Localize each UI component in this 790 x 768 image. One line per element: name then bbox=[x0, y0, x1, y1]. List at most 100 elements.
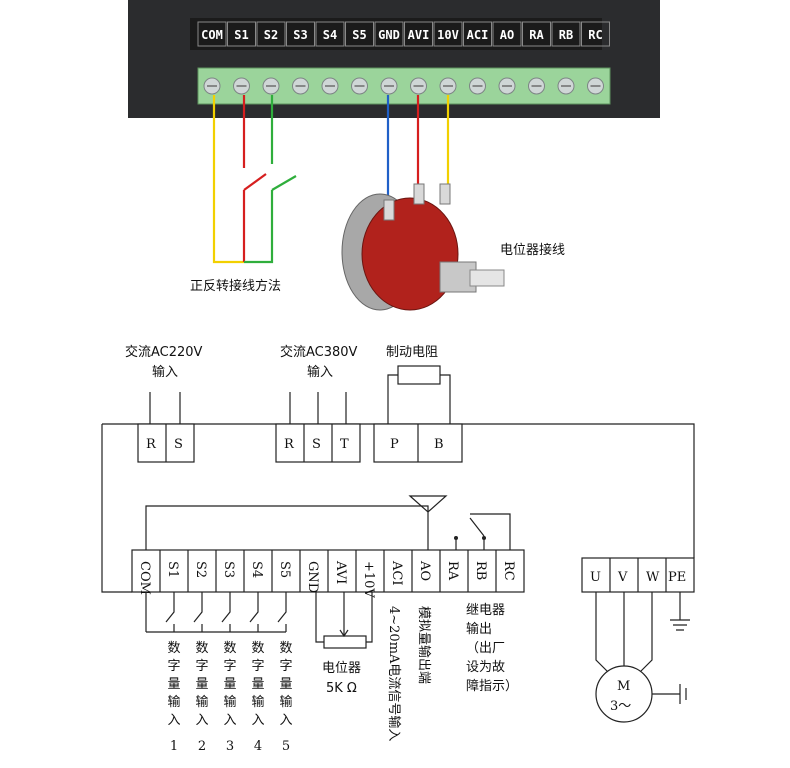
terminal-label-rb: RB bbox=[559, 28, 573, 42]
digital-input-char-2-1: 字 bbox=[195, 659, 208, 674]
terminal-label-com: COM bbox=[201, 28, 223, 42]
pot-lug-3 bbox=[439, 183, 451, 205]
terminal-label-ra: RA bbox=[529, 28, 544, 42]
terminal-label-s4: S4 bbox=[323, 28, 337, 42]
pot-shaft bbox=[469, 269, 505, 287]
pot-body bbox=[361, 197, 459, 311]
schematic: 交流AC220V 输入 R S 交流AC380V 输入 R S T 制动电阻 P… bbox=[101, 344, 695, 754]
green-wire-switch bbox=[244, 95, 297, 264]
terminal-label-avi: AVI bbox=[408, 28, 430, 42]
motor-phase: 3～ bbox=[610, 699, 631, 714]
terminal-label-s3: S3 bbox=[293, 28, 307, 42]
control-terminal-com: COM bbox=[137, 561, 152, 595]
input-380-dividers bbox=[303, 424, 333, 462]
terminal-b: B bbox=[434, 437, 444, 452]
terminal-label-box-7 bbox=[404, 21, 433, 47]
digital-input-char-2-4: 入 bbox=[195, 713, 208, 728]
terminal-label-s1: S1 bbox=[234, 28, 248, 42]
terminal-label-box-2 bbox=[256, 21, 286, 47]
terminal-label-box-13 bbox=[581, 21, 610, 47]
terminal-label-ao: AO bbox=[500, 28, 514, 42]
terminal-p: P bbox=[390, 437, 399, 452]
digital-switch-3 bbox=[221, 592, 231, 632]
control-terminal-s1: S1 bbox=[165, 561, 180, 578]
control-terminal-aci: ACI bbox=[389, 560, 404, 585]
digital-input-char-4-2: 量 bbox=[251, 677, 264, 692]
digital-switch-2 bbox=[193, 592, 203, 632]
digital-input-num-2: 2 bbox=[198, 739, 206, 754]
terminal-label-box-3 bbox=[286, 21, 315, 47]
motor-ground bbox=[652, 684, 687, 704]
brake-resistor-label: 制动电阻 bbox=[386, 345, 438, 360]
digital-input-char-3-1: 字 bbox=[223, 659, 236, 674]
relay-label-line-0: 继电器 bbox=[466, 603, 505, 618]
control-terminal-avi: AVI bbox=[333, 560, 348, 584]
digital-input-char-2-2: 量 bbox=[195, 677, 208, 692]
pot-label: 电位器 bbox=[322, 661, 361, 676]
terminal-label-box-10 bbox=[492, 21, 522, 47]
terminal-w: W bbox=[646, 570, 660, 585]
input-220-label-2: 输入 bbox=[152, 364, 178, 380]
terminal-label-box-1 bbox=[227, 21, 256, 47]
brake-leads bbox=[387, 374, 451, 424]
terminal-label-box-5 bbox=[345, 21, 374, 47]
control-terminal-ao: AO bbox=[417, 560, 432, 581]
digital-input-char-5-0: 数 bbox=[279, 641, 292, 656]
terminal-r-220: R bbox=[146, 437, 157, 452]
terminal-label-s5: S5 bbox=[352, 28, 366, 42]
control-terminal-s2: S2 bbox=[193, 561, 208, 578]
label-strip bbox=[190, 18, 602, 50]
input-380-label: 交流AC380V bbox=[280, 344, 358, 360]
brake-resistor bbox=[397, 365, 441, 385]
control-terminal-s3: S3 bbox=[221, 561, 236, 578]
digital-input-char-2-3: 输 bbox=[195, 694, 208, 710]
terminal-label-box-9 bbox=[463, 21, 492, 47]
terminal-label-box-12 bbox=[551, 21, 581, 47]
digital-input-char-1-1: 字 bbox=[167, 659, 180, 674]
digital-input-char-1-3: 输 bbox=[167, 694, 180, 710]
terminal-u: U bbox=[590, 570, 601, 585]
control-terminal-plus10v: +10V bbox=[361, 561, 376, 598]
pot-value: 5K Ω bbox=[326, 681, 357, 696]
digital-input-char-4-0: 数 bbox=[251, 641, 264, 656]
relay-label-line-4: 障指示） bbox=[466, 679, 518, 694]
terminal-label-box-11 bbox=[522, 21, 551, 47]
digital-input-char-1-4: 入 bbox=[167, 713, 180, 728]
relay-contact bbox=[455, 513, 511, 550]
terminal-label-box-4 bbox=[315, 21, 345, 47]
control-terminal-s4: S4 bbox=[249, 561, 264, 578]
terminal-s-380: S bbox=[312, 437, 321, 452]
control-terminal-ra: RA bbox=[445, 561, 460, 581]
input-380-label-2: 输入 bbox=[307, 364, 333, 380]
potentiometer-photo: 电位器接线 bbox=[341, 95, 565, 311]
pot-lug-1 bbox=[383, 199, 395, 221]
terminal-label-rc: RC bbox=[588, 28, 602, 42]
digital-input-char-2-0: 数 bbox=[195, 641, 208, 656]
ao-symbol bbox=[408, 495, 448, 513]
relay-label-line-3: 设为故 bbox=[466, 660, 505, 675]
digital-input-num-3: 3 bbox=[226, 739, 234, 754]
pe-ground bbox=[670, 592, 690, 631]
input-380-leads bbox=[289, 392, 347, 424]
caption-pot: 电位器接线 bbox=[500, 242, 565, 258]
terminal-s-220: S bbox=[174, 437, 183, 452]
pot-lug-2 bbox=[413, 183, 425, 205]
relay-node-rb bbox=[482, 536, 486, 540]
terminal-t-380: T bbox=[340, 437, 349, 452]
digital-input-char-3-4: 入 bbox=[223, 713, 236, 728]
control-dividers bbox=[159, 550, 497, 592]
digital-input-num-1: 1 bbox=[170, 739, 178, 754]
relay-label-line-2: （出厂 bbox=[466, 641, 505, 656]
reverse-wiring: 正反转接线方法 bbox=[190, 95, 297, 294]
terminal-label-box-0 bbox=[197, 21, 227, 47]
digital-input-num-4: 4 bbox=[254, 739, 262, 754]
digital-switch-5 bbox=[277, 592, 287, 632]
input-380-block bbox=[275, 423, 361, 463]
pot-resistor-symbol bbox=[323, 635, 367, 649]
digital-input-char-5-3: 输 bbox=[279, 694, 292, 710]
aci-label: 4~20mA电流信号输入 bbox=[386, 606, 402, 741]
terminal-label-gnd: GND bbox=[378, 28, 400, 42]
